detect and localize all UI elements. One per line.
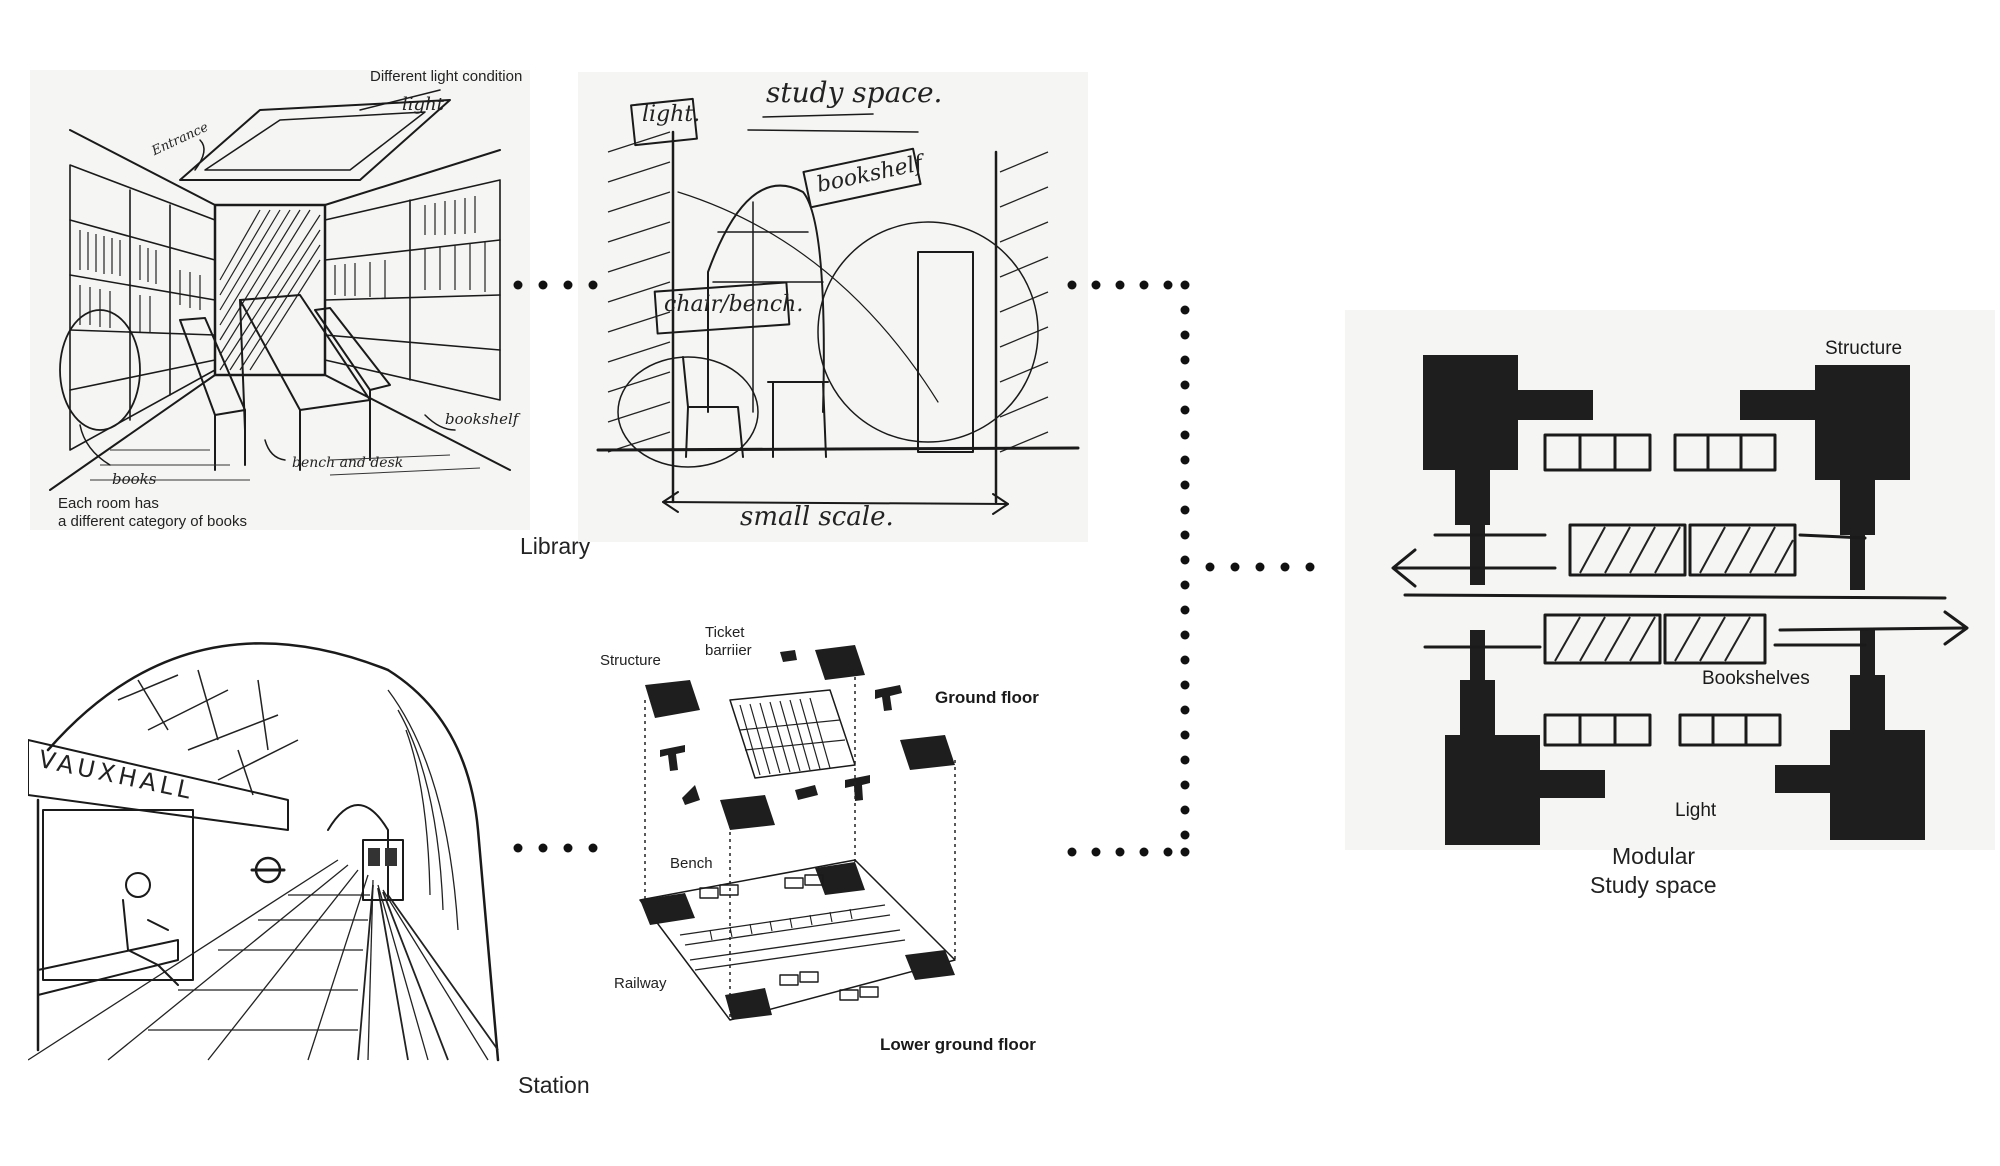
modular-caption-line-2: Study space [1590, 872, 1717, 898]
modular-plan-drawing [1345, 310, 1995, 850]
modular-light-label: Light [1675, 800, 1717, 821]
lower-ground-floor-label: Lower ground floor [880, 1035, 1036, 1054]
station-caption: Station [518, 1072, 590, 1098]
study-space-section-drawing [578, 72, 1088, 542]
station-sketch: VAUXHALL [28, 630, 518, 1065]
books-label: books [112, 470, 157, 488]
study-title: study space. [766, 76, 943, 109]
station-axonometric: Structure Ticket barriier Ground floor B… [600, 600, 1070, 1080]
modular-structure-label: Structure [1825, 338, 1903, 359]
axo-bench-label: Bench [670, 855, 713, 872]
library-sketch: Different light condition light Entrance… [30, 68, 530, 530]
light-condition-label: Different light condition [370, 68, 523, 85]
bookshelf-label: bookshelf [445, 410, 519, 428]
connector-bracket-to-modular [1205, 562, 1315, 572]
connector-axonometric-to-bracket [1067, 847, 1173, 857]
axo-railway-label: Railway [614, 975, 667, 992]
modular-study-plan: Structure Bookshelves Light [1345, 310, 1995, 850]
axonometric-drawing [600, 600, 1070, 1080]
study-chair-bench-label: chair/bench. [664, 292, 804, 317]
station-perspective-drawing [28, 630, 518, 1065]
connector-vertical-bracket [1180, 280, 1190, 857]
modular-caption-line-1: Modular [1612, 843, 1696, 869]
ground-floor-label: Ground floor [935, 688, 1039, 707]
library-perspective-drawing [30, 70, 530, 530]
study-scale-label: small scale. [740, 502, 894, 532]
connector-station-to-axonometric [513, 843, 598, 853]
modular-bookshelves-label: Bookshelves [1702, 668, 1810, 689]
study-light-label: light. [642, 102, 701, 127]
library-note-line-1: Each room has [58, 495, 159, 512]
bench-desk-label: bench and desk [292, 455, 404, 471]
study-space-sketch: study space. light. bookshelf chair/benc… [578, 72, 1088, 542]
library-note-line-2: a different category of books [58, 513, 248, 530]
axo-ticket-label-2: barriier [705, 642, 752, 659]
axo-structure-label: Structure [600, 652, 661, 669]
light-label: light [402, 94, 444, 115]
axo-ticket-label-1: Ticket [705, 624, 745, 641]
